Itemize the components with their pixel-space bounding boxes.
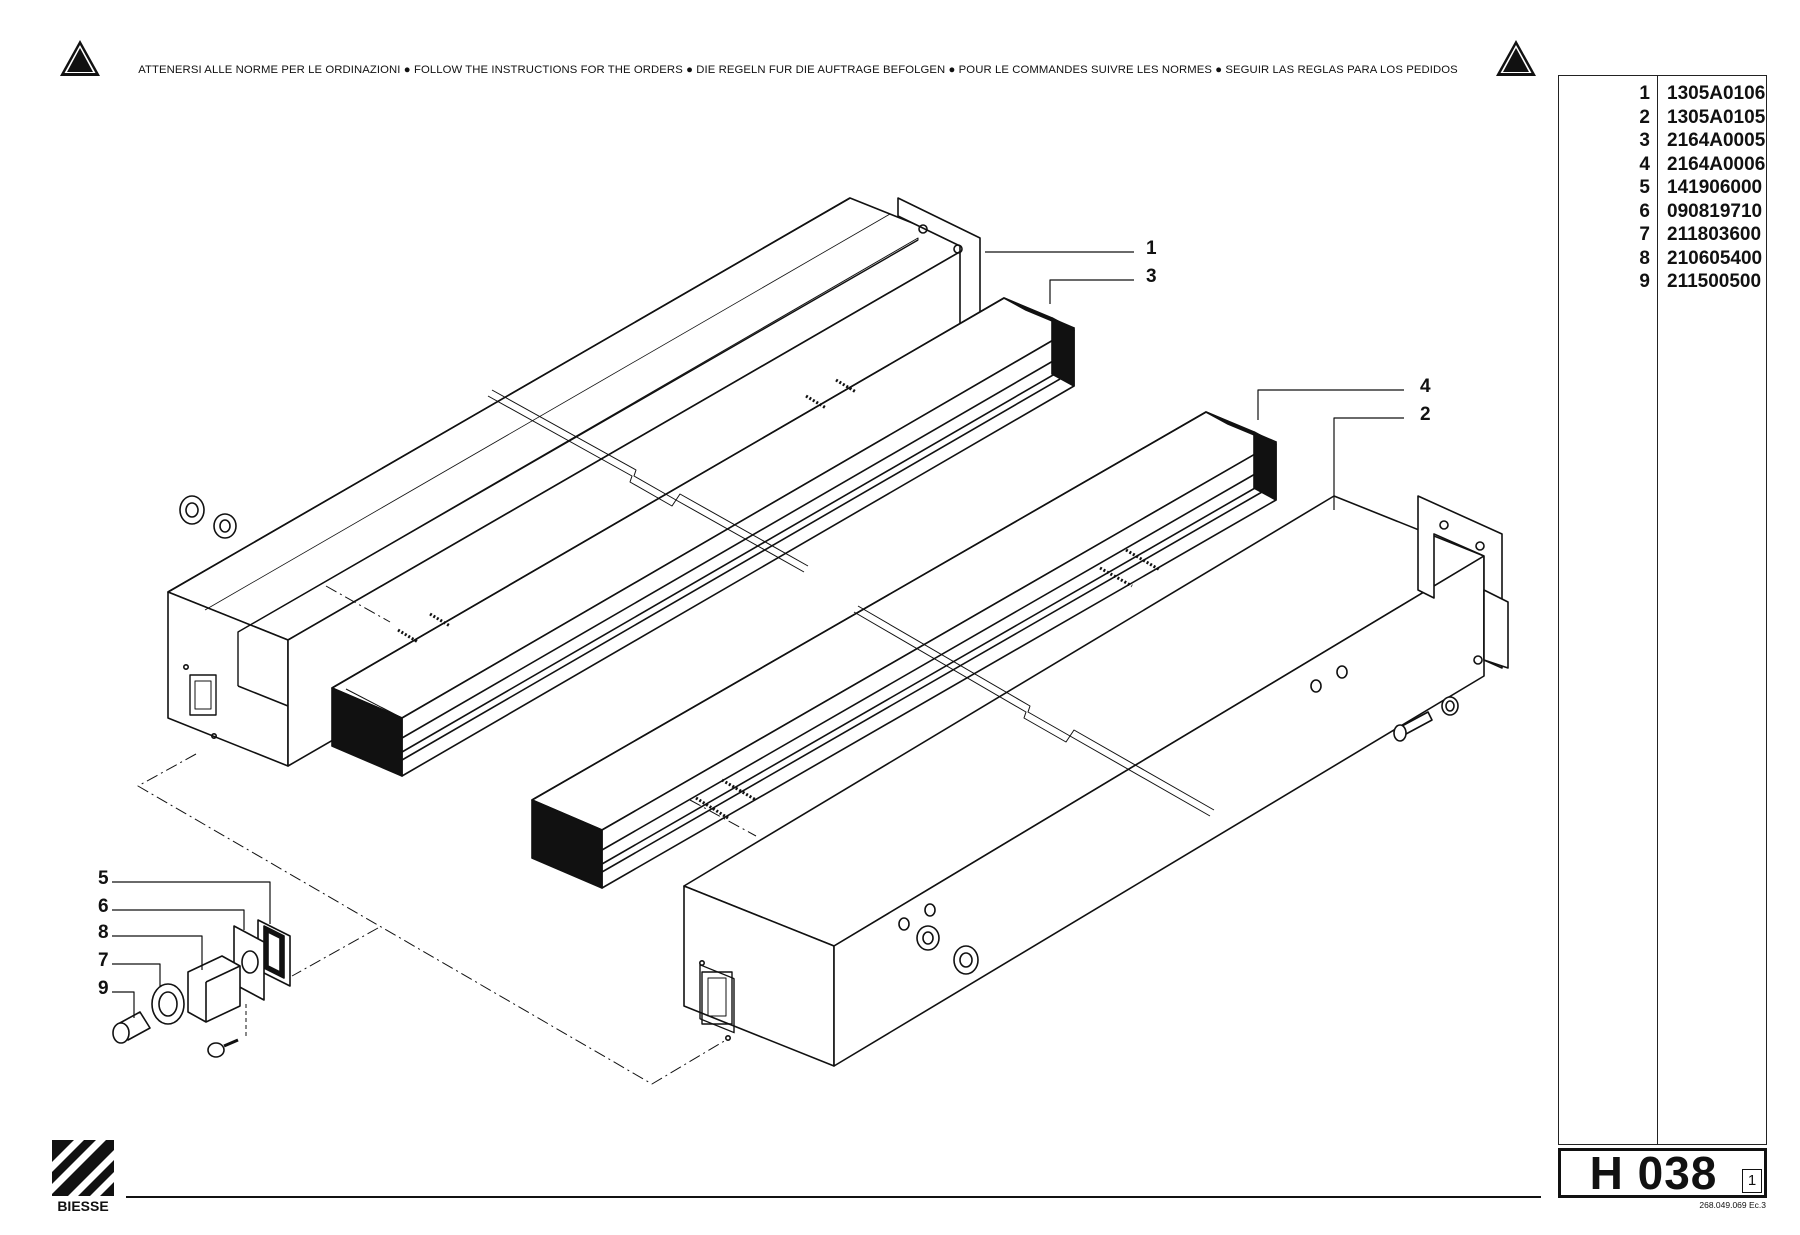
document-reference: 268.049.069 Ec.3 xyxy=(1699,1200,1766,1210)
parts-row: 3 2164A0005 xyxy=(1559,129,1768,152)
part-code: 2164A0006 xyxy=(1667,153,1766,175)
sheet-code-box: H 038 1 xyxy=(1558,1148,1767,1198)
connector-assembly xyxy=(112,919,291,1058)
callout-5: 5 xyxy=(98,868,109,889)
sheet-page-number: 1 xyxy=(1742,1169,1762,1193)
sheet-code: H 038 xyxy=(1589,1147,1718,1199)
part-number: 6 xyxy=(1639,200,1650,222)
part-number: 4 xyxy=(1639,153,1650,175)
part-code: 2164A0005 xyxy=(1667,130,1766,151)
parts-row: 8 210605400 xyxy=(1559,247,1768,270)
biesse-logo: BIESSE xyxy=(50,1138,116,1214)
parts-row: 9 211500500 xyxy=(1559,270,1768,293)
right-actuator-part-4 xyxy=(531,411,1277,889)
callout-3: 3 xyxy=(1146,266,1157,287)
parts-row: 5 141906000 xyxy=(1559,176,1768,199)
part-code: 1305A0105 xyxy=(1667,106,1766,128)
logo-text: BIESSE xyxy=(57,1198,109,1214)
parts-row: 2 1305A0105 xyxy=(1559,106,1768,129)
right-beam-part-2 xyxy=(683,495,1509,1067)
warning-triangle-icon xyxy=(1496,40,1536,76)
assembly-centerlines xyxy=(137,585,757,1085)
callout-2: 2 xyxy=(1420,404,1431,425)
part-number: 3 xyxy=(1639,130,1650,151)
washer-nut-right-front xyxy=(916,925,979,975)
part-number: 1 xyxy=(1639,83,1650,104)
part-code: 211500500 xyxy=(1667,271,1762,292)
callout-7: 7 xyxy=(98,950,109,971)
callout-1: 1 xyxy=(1146,238,1157,259)
parts-row: 6 090819710 xyxy=(1559,200,1768,223)
bolt-and-washer-right xyxy=(1393,696,1459,742)
part-code: 090819710 xyxy=(1667,200,1763,222)
warning-triangle-icon xyxy=(60,40,100,76)
part-code: 141906000 xyxy=(1667,177,1763,198)
callout-4: 4 xyxy=(1420,376,1431,397)
biesse-logo-icon xyxy=(52,1140,114,1196)
parts-list-panel: 1 1305A0106 2 1305A0105 3 2164A0005 4 2164A0… xyxy=(1558,75,1767,1145)
part-number: 9 xyxy=(1639,271,1650,292)
part-number: 2 xyxy=(1639,106,1650,128)
part-number: 5 xyxy=(1639,177,1650,198)
parts-row: 1 1305A0106 xyxy=(1559,82,1768,105)
header-instructions-text: ATTENERSI ALLE NORME PER LE ORDINAZIONI … xyxy=(138,64,1458,76)
part-number: 7 xyxy=(1639,224,1650,245)
bottom-rule xyxy=(126,1196,1541,1198)
part-code: 211803600 xyxy=(1667,224,1762,245)
break-lines xyxy=(487,389,1215,817)
callout-8: 8 xyxy=(98,922,109,943)
part-code: 1305A0106 xyxy=(1667,83,1766,104)
part-number: 8 xyxy=(1639,247,1650,269)
leader-lines xyxy=(112,251,1404,1018)
order-instructions-header: ATTENERSI ALLE NORME PER LE ORDINAZIONI … xyxy=(58,38,1538,78)
nut-and-washer-left xyxy=(179,495,237,539)
callout-9: 9 xyxy=(98,978,109,999)
part-code: 210605400 xyxy=(1667,247,1763,269)
parts-row: 4 2164A0006 xyxy=(1559,153,1768,176)
left-actuator-part-3 xyxy=(331,297,1075,777)
parts-row: 7 211803600 xyxy=(1559,223,1768,246)
callout-6: 6 xyxy=(98,896,109,917)
parts-column-divider xyxy=(1657,76,1658,1144)
